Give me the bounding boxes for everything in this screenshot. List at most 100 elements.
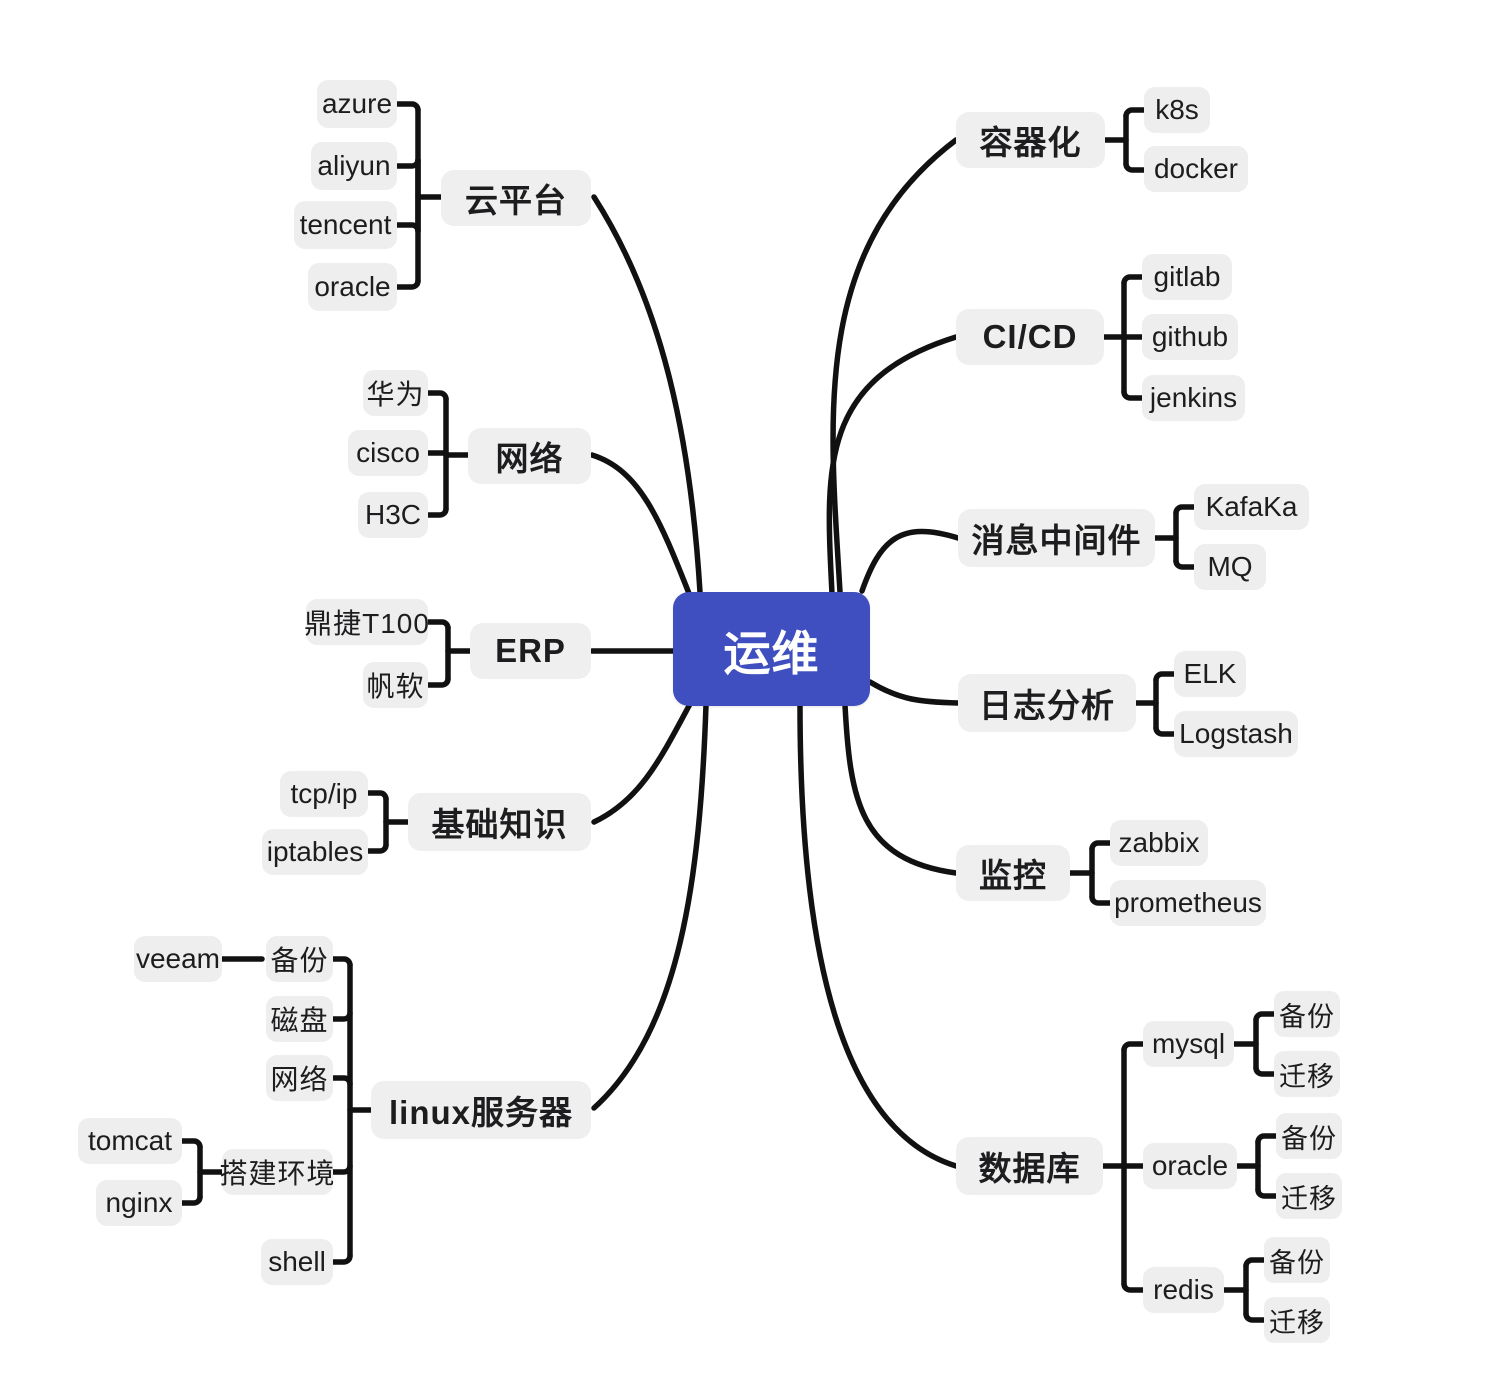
leaf-label-oracle-db: oracle: [1151, 1150, 1229, 1181]
branch-label-database: 数据库: [978, 1150, 1081, 1187]
leaf-node-cisco[interactable]: cisco: [348, 430, 428, 476]
leaf-node-cipan[interactable]: 磁盘: [266, 996, 333, 1042]
leaf-label-tcpip: tcp/ip: [290, 778, 358, 809]
bracket-network: [425, 390, 471, 518]
edge-root-basics: [591, 701, 693, 825]
leaf-label-beifen: 备份: [270, 945, 329, 976]
leaf3-label-oracle-qianyi: 迁移: [1281, 1183, 1337, 1214]
edge-root-cicd: [826, 334, 959, 597]
leaf-label-huawei: 华为: [366, 379, 425, 410]
leaf-label-tencent: tencent: [299, 209, 392, 240]
edge-root-network: [589, 452, 693, 599]
leaf-node-linux-network[interactable]: 网络: [266, 1055, 333, 1101]
leaf-label-gitlab: gitlab: [1153, 261, 1221, 292]
leaf3-label-mysql-qianyi: 迁移: [1279, 1061, 1335, 1092]
leaf-node-beifen[interactable]: 备份: [266, 936, 333, 982]
branch-node-erp[interactable]: ERP: [470, 623, 591, 679]
bracket-basics: [365, 790, 411, 854]
leaf-node-gitlab[interactable]: gitlab: [1142, 254, 1232, 300]
leaf-label-redis: redis: [1153, 1274, 1214, 1305]
leaf3-label-veeam: veeam: [135, 943, 221, 974]
branch-node-log[interactable]: 日志分析: [958, 674, 1136, 732]
leaf-label-mysql: mysql: [1151, 1028, 1226, 1059]
leaf-node-prometheus[interactable]: prometheus: [1110, 880, 1266, 926]
branch-node-container[interactable]: 容器化: [956, 112, 1105, 168]
leaf-node-mq[interactable]: MQ: [1194, 544, 1266, 590]
leaf-label-h3c: H3C: [364, 499, 421, 530]
leaf-node-docker[interactable]: docker: [1144, 146, 1248, 192]
bracket-linux: [330, 956, 374, 1265]
leaf-node-github[interactable]: github: [1142, 314, 1238, 360]
leaf3-node-redis-beifen[interactable]: 备份: [1264, 1237, 1330, 1283]
leaf-label-dajian-huanjing: 搭建环境: [219, 1158, 336, 1189]
leaf3-node-mysql-beifen[interactable]: 备份: [1274, 991, 1340, 1037]
branch-node-mq[interactable]: 消息中间件: [958, 509, 1155, 567]
leaf3-label-redis-qianyi: 迁移: [1269, 1307, 1325, 1338]
branch-label-cloud: 云平台: [465, 182, 567, 219]
bracket-mysql: [1231, 1011, 1277, 1077]
leaf-node-mysql[interactable]: mysql: [1143, 1021, 1234, 1067]
edge-root-linux: [591, 702, 709, 1111]
leaf-node-azure[interactable]: azure: [317, 80, 397, 128]
leaf-node-oracle-db[interactable]: oracle: [1143, 1143, 1237, 1189]
leaf-label-k8s: k8s: [1155, 94, 1199, 125]
leaf-node-k8s[interactable]: k8s: [1144, 87, 1210, 133]
leaf-node-redis[interactable]: redis: [1143, 1267, 1224, 1313]
branch-node-monitor[interactable]: 监控: [956, 845, 1070, 901]
branch-node-database[interactable]: 数据库: [956, 1137, 1103, 1195]
bracket-erp: [425, 619, 473, 688]
leaf-node-oracle-cloud[interactable]: oracle: [308, 263, 397, 311]
leaf-node-huawei[interactable]: 华为: [363, 370, 428, 416]
leaf-node-zabbix[interactable]: zabbix: [1110, 820, 1208, 866]
leaf-label-logstash: Logstash: [1179, 718, 1293, 749]
leaf-node-aliyun[interactable]: aliyun: [311, 142, 397, 190]
leaf-node-dingjie-t100[interactable]: 鼎捷T100: [304, 599, 430, 645]
bracket-mq: [1152, 504, 1197, 570]
edge-root-database: [797, 702, 959, 1169]
leaf3-label-oracle-beifen: 备份: [1281, 1123, 1337, 1154]
leaf-node-kafka[interactable]: KafaKa: [1194, 484, 1309, 530]
root-label: 运维: [723, 626, 820, 680]
leaf-node-jenkins[interactable]: jenkins: [1142, 375, 1245, 421]
branch-label-container: 容器化: [979, 124, 1082, 161]
root-node[interactable]: 运维: [673, 592, 870, 706]
leaf-label-elk: ELK: [1183, 658, 1237, 689]
branch-label-monitor: 监控: [979, 857, 1047, 894]
branch-node-cicd[interactable]: CI/CD: [956, 309, 1104, 365]
leaf-node-iptables[interactable]: iptables: [262, 829, 368, 875]
edge-root-container: [830, 137, 959, 595]
leaf-node-h3c[interactable]: H3C: [358, 492, 428, 538]
leaf-label-kafka: KafaKa: [1205, 491, 1298, 522]
branch-node-network[interactable]: 网络: [468, 428, 591, 484]
bracket-dajian: [179, 1138, 225, 1206]
branch-label-basics: 基础知识: [431, 806, 568, 843]
leaf3-node-mysql-qianyi[interactable]: 迁移: [1274, 1051, 1340, 1097]
branch-label-cicd: CI/CD: [982, 318, 1078, 355]
leaf-label-linux-network: 网络: [270, 1064, 329, 1095]
leaf-node-tencent[interactable]: tencent: [294, 201, 397, 249]
branch-node-basics[interactable]: 基础知识: [408, 793, 591, 851]
bracket-cloud: [394, 101, 444, 290]
edge-root-monitor: [842, 702, 959, 876]
leaf3-node-nginx[interactable]: nginx: [96, 1180, 182, 1226]
branch-node-linux[interactable]: linux服务器: [371, 1081, 591, 1139]
branch-node-cloud[interactable]: 云平台: [441, 170, 591, 226]
branch-label-mq: 消息中间件: [971, 522, 1142, 559]
leaf3-node-redis-qianyi[interactable]: 迁移: [1264, 1297, 1330, 1343]
leaf-label-jenkins: jenkins: [1149, 382, 1238, 413]
leaf-label-mq: MQ: [1207, 551, 1253, 582]
leaf3-node-oracle-beifen[interactable]: 备份: [1276, 1113, 1342, 1159]
leaf-node-tcpip[interactable]: tcp/ip: [280, 771, 368, 817]
leaf-node-fanruan[interactable]: 帆软: [363, 662, 428, 708]
leaf-node-shell[interactable]: shell: [261, 1239, 333, 1285]
leaf-node-dajian-huanjing[interactable]: 搭建环境: [219, 1149, 336, 1195]
leaf-node-elk[interactable]: ELK: [1174, 651, 1246, 697]
leaf3-node-veeam[interactable]: veeam: [134, 936, 222, 982]
leaf3-node-oracle-qianyi[interactable]: 迁移: [1276, 1173, 1342, 1219]
leaf-label-shell: shell: [268, 1246, 326, 1277]
branch-label-erp: ERP: [495, 632, 566, 669]
leaf3-node-tomcat[interactable]: tomcat: [78, 1118, 182, 1164]
leaf-label-dingjie-t100: 鼎捷T100: [304, 608, 430, 639]
leaf-node-logstash[interactable]: Logstash: [1174, 711, 1298, 757]
edge-root-cloud: [591, 194, 703, 595]
